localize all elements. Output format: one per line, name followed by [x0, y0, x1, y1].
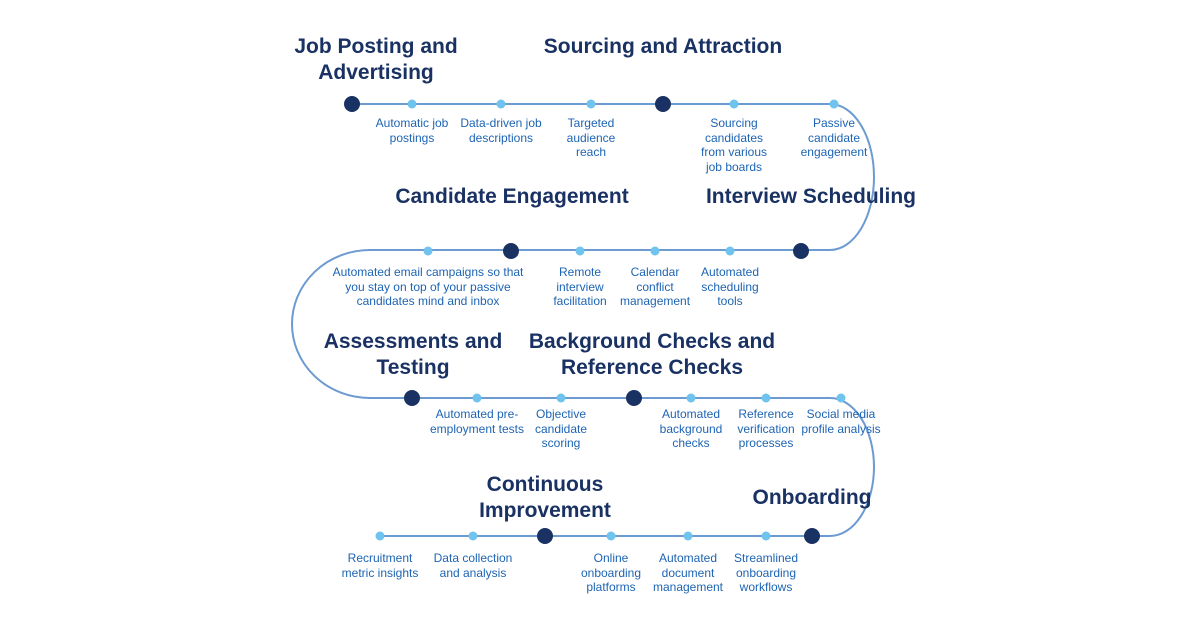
step-marker: [761, 531, 771, 541]
stage-title-onboarding: Onboarding: [752, 486, 872, 509]
step-marker: [729, 99, 739, 109]
step-label: Reference verification processes: [737, 407, 795, 451]
step-label: Automated pre-employment tests: [429, 407, 525, 436]
timeline-path: [290, 103, 876, 537]
step-label: Automated email campaigns so that you st…: [332, 265, 524, 309]
step-marker: [683, 531, 693, 541]
stage-title-sourcing: Sourcing and Attraction: [543, 35, 783, 58]
step-marker: [472, 393, 482, 403]
stage-marker-interview-scheduling: [793, 243, 809, 259]
step-marker: [761, 393, 771, 403]
step-marker: [829, 99, 839, 109]
step-marker: [836, 393, 846, 403]
step-marker: [407, 99, 417, 109]
stage-marker-assessments: [404, 390, 420, 406]
stage-title-interview-scheduling: Interview Scheduling: [705, 185, 917, 208]
step-marker: [575, 246, 585, 256]
stage-title-assessments: Assessments and Testing: [323, 330, 503, 379]
stage-marker-background-checks: [626, 390, 642, 406]
stage-title-candidate-engagement: Candidate Engagement: [395, 185, 629, 208]
step-marker: [496, 99, 506, 109]
stage-marker-job-posting: [344, 96, 360, 112]
step-label: Social media profile analysis: [801, 407, 881, 436]
step-label: Automated document management: [652, 551, 724, 595]
stage-marker-sourcing: [655, 96, 671, 112]
stage-title-continuous-improvement: Continuous Improvement: [479, 473, 611, 522]
step-label: Automatic job postings: [375, 116, 449, 145]
step-marker: [650, 246, 660, 256]
stage-marker-candidate-engagement: [503, 243, 519, 259]
step-label: Streamlined onboarding workflows: [733, 551, 799, 595]
step-label: Data collection and analysis: [433, 551, 513, 580]
step-marker: [586, 99, 596, 109]
stage-title-background-checks: Background Checks and Reference Checks: [528, 330, 776, 379]
step-marker: [606, 531, 616, 541]
step-label: Objective candidate scoring: [534, 407, 588, 451]
step-label: Recruitment metric insights: [341, 551, 419, 580]
step-marker: [375, 531, 385, 541]
step-marker: [686, 393, 696, 403]
step-label: Remote interview facilitation: [553, 265, 607, 309]
step-label: Automated background checks: [659, 407, 723, 451]
step-label: Targeted audience reach: [566, 116, 616, 160]
step-label: Data-driven job descriptions: [460, 116, 542, 145]
step-marker: [556, 393, 566, 403]
step-label: Sourcing candidates from various job boa…: [700, 116, 768, 174]
step-label: Online onboarding platforms: [580, 551, 642, 595]
step-marker: [468, 531, 478, 541]
step-marker: [423, 246, 433, 256]
stage-title-job-posting: Job Posting and Advertising: [294, 35, 458, 84]
step-marker: [725, 246, 735, 256]
step-label: Passive candidate engagement: [800, 116, 868, 160]
stage-marker-onboarding: [804, 528, 820, 544]
step-label: Calendar conflict management: [620, 265, 691, 309]
stage-marker-continuous-improvement: [537, 528, 553, 544]
step-label: Automated scheduling tools: [700, 265, 760, 309]
